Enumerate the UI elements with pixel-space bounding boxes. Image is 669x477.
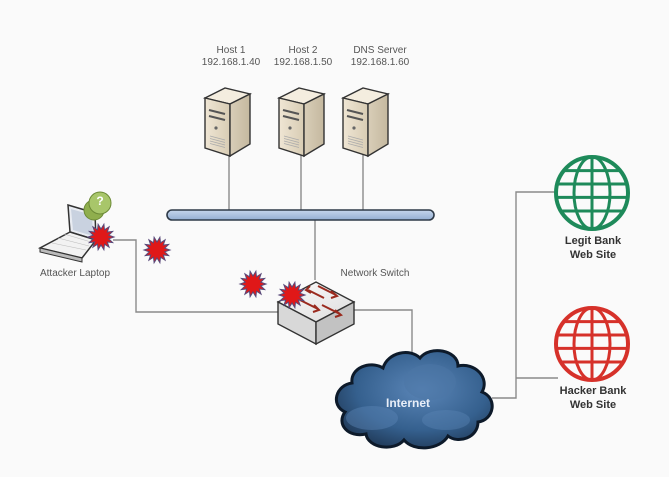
burst-near-switch-icon xyxy=(238,269,268,299)
host2-label: Host 2 192.168.1.50 xyxy=(268,45,338,69)
dns-server-label: DNS Server 192.168.1.60 xyxy=(340,45,420,69)
legit-bank-globe-icon xyxy=(554,155,630,231)
dns-server-icon xyxy=(340,87,391,158)
hacker-bank-label: Hacker Bank Web Site xyxy=(551,384,635,412)
attacker-laptop-label: Attacker Laptop xyxy=(39,268,111,279)
host1-server-icon xyxy=(202,87,253,158)
host2-name: Host 2 xyxy=(288,45,318,56)
internet-cloud-icon xyxy=(334,349,494,450)
host2-server-icon xyxy=(276,87,327,158)
legit-bank-line2: Web Site xyxy=(569,249,617,261)
network-switch-label: Network Switch xyxy=(340,268,410,279)
legit-bank-label: Legit Bank Web Site xyxy=(553,234,633,262)
burst-near-laptop-icon xyxy=(142,235,172,265)
hacker-bank-line2: Web Site xyxy=(569,399,617,411)
legit-bank-line1: Legit Bank xyxy=(564,235,622,247)
lan-bus xyxy=(166,209,435,221)
question-badge-text: ? xyxy=(96,194,104,208)
burst-laptop-icon xyxy=(86,222,116,252)
dns-server-name: DNS Server xyxy=(353,45,407,56)
host1-name: Host 1 xyxy=(216,45,246,56)
connection-lines xyxy=(113,152,558,399)
question-badge-icon xyxy=(83,191,112,221)
hacker-bank-globe-icon xyxy=(554,306,630,382)
hacker-bank-line1: Hacker Bank xyxy=(559,385,627,397)
dns-server-ip: 192.168.1.60 xyxy=(350,57,410,68)
internet-label: Internet xyxy=(386,396,431,410)
host2-ip: 192.168.1.50 xyxy=(273,57,333,68)
host1-label: Host 1 192.168.1.40 xyxy=(196,45,266,69)
host1-ip: 192.168.1.40 xyxy=(201,57,261,68)
burst-switch-icon xyxy=(277,280,307,310)
link-internet-legit xyxy=(492,191,558,399)
link-switch-internet xyxy=(352,309,413,355)
link-laptop-switch xyxy=(113,239,282,313)
